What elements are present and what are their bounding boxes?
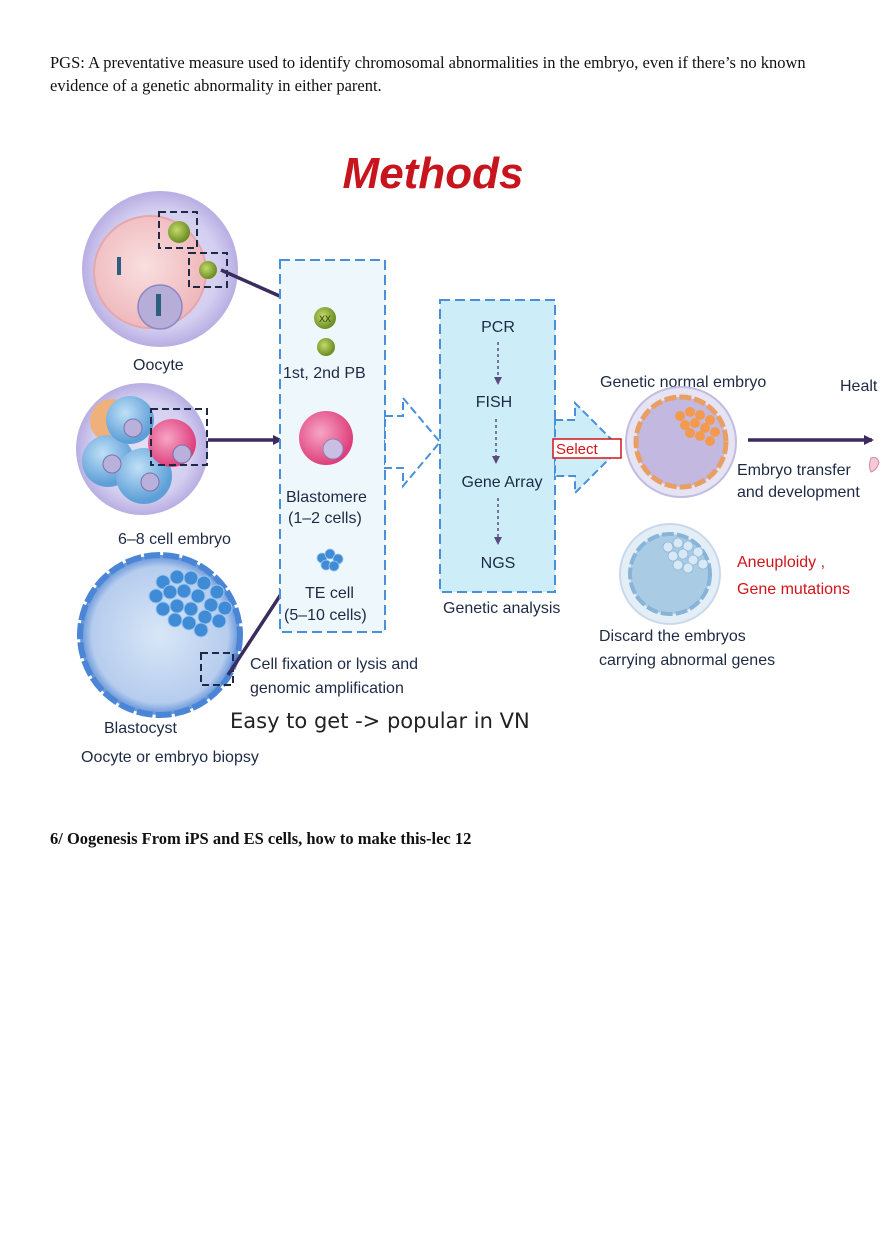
analysis-step-gene-array: Gene Array <box>462 474 543 491</box>
analysis-step-ngs: NGS <box>481 555 516 572</box>
fixation-label: Cell fixation or lysis and <box>250 656 418 673</box>
healthy-label: Healt <box>840 378 878 395</box>
polar-body-cells: XX <box>314 307 336 356</box>
te-cell-label: TE cell <box>305 585 354 602</box>
to-analysis-arrow <box>384 395 442 489</box>
xx-mark: XX <box>319 314 331 324</box>
blastocyst-label: Blastocyst <box>104 720 177 737</box>
blastomere-cell <box>299 411 353 465</box>
genetic-analysis-label: Genetic analysis <box>443 600 560 617</box>
figure-title: Methods <box>343 149 524 198</box>
biopsy-label: Oocyte or embryo biopsy <box>81 749 259 766</box>
amplification-label: genomic amplification <box>250 680 404 697</box>
methods-figure: Methods Oocyte 6–8 cell embryo <box>0 120 880 780</box>
gene-mutations-label: Gene mutations <box>737 581 850 598</box>
analysis-step-fish: FISH <box>476 394 512 411</box>
intro-paragraph: PGS: A preventative measure used to iden… <box>50 53 806 95</box>
blastomere-count-label: (1–2 cells) <box>288 510 362 527</box>
blastomere-label: Blastomere <box>286 489 367 506</box>
section-heading: 6/ Oogenesis From iPS and ES cells, how … <box>50 829 472 848</box>
te-cell-count-label: (5–10 cells) <box>284 607 367 624</box>
normal-embryo-illustration <box>625 386 737 498</box>
analysis-step-pcr: PCR <box>481 319 515 336</box>
te-cells <box>316 548 344 572</box>
aneuploidy-label: Aneuploidy , <box>737 554 825 571</box>
transfer-label: Embryo transfer <box>737 462 851 479</box>
select-label: Select <box>556 441 599 458</box>
development-label: and development <box>737 484 860 501</box>
cell-embryo-label: 6–8 cell embryo <box>118 531 231 548</box>
annotation-text: Easy to get -> popular in VN <box>230 709 530 733</box>
select-box <box>552 438 622 459</box>
oocyte-label: Oocyte <box>133 357 184 374</box>
abnormal-genes-label: carrying abnormal genes <box>599 652 775 669</box>
normal-embryo-label: Genetic normal embryo <box>600 374 766 391</box>
baby-icon <box>869 457 880 473</box>
blastocyst-illustration <box>77 552 243 718</box>
discard-label: Discard the embryos <box>599 628 746 645</box>
abnormal-embryo-illustration <box>619 523 721 625</box>
oocyte-illustration <box>82 191 238 347</box>
polar-body-label: 1st, 2nd PB <box>283 365 366 382</box>
cell-embryo-illustration <box>76 383 208 515</box>
